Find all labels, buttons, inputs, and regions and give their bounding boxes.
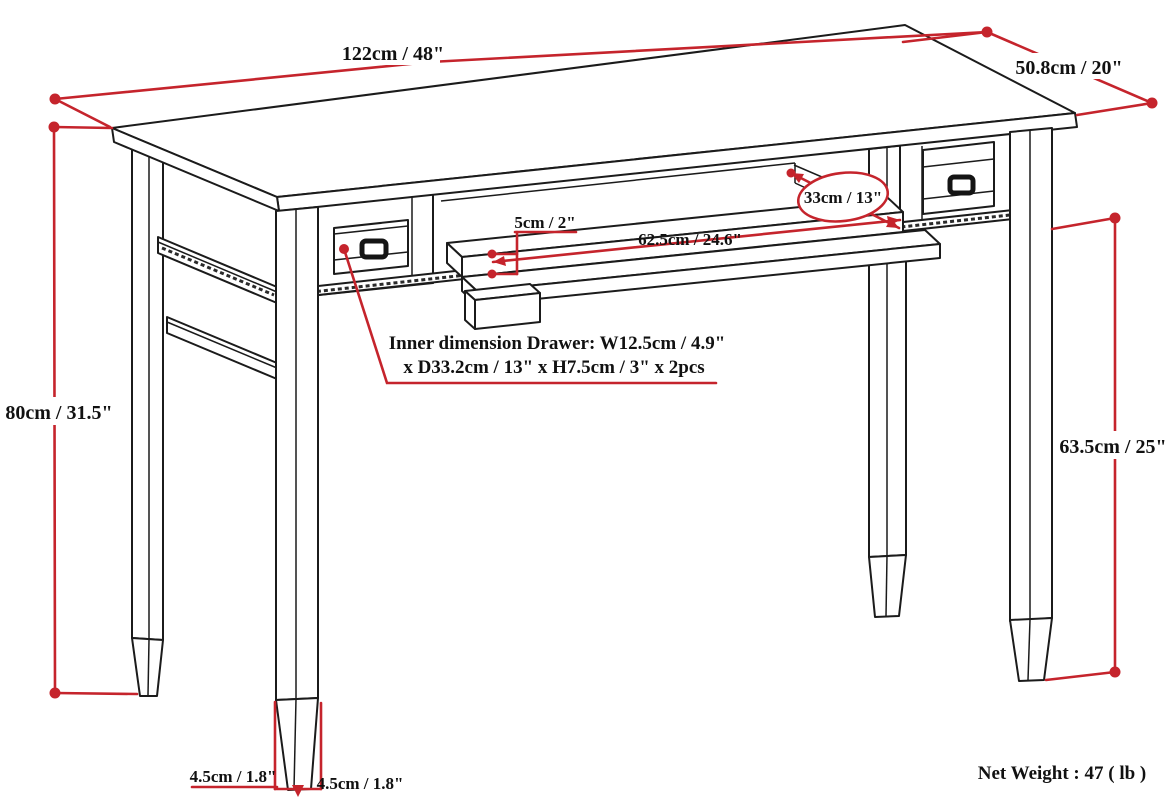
front-right-leg [1009,127,1053,682]
left-side-rails [157,236,278,380]
leg-clearance-dimension: 63.5cm / 25" [1044,212,1167,682]
tray-edge-dimension: 5cm / 2" [487,213,578,279]
tabletop [111,24,1078,212]
left-drawer-handle [359,238,389,260]
height-dimension-label: 80cm / 31.5" [5,402,112,424]
width-dimension: 122cm / 48" [49,26,993,129]
tray-depth-dimension: 33cm / 13" [786,168,901,230]
foot-left-label: 4.5cm / 1.8" [190,767,277,786]
foot-right-label: 4.5cm / 1.8" [317,774,404,793]
drawer-note: Inner dimension Drawer: W12.5cm / 4.9" x… [339,244,726,385]
height-dimension: 80cm / 31.5" [2,121,139,699]
width-dimension-label: 122cm / 48" [342,43,444,65]
leg-clearance-label: 63.5cm / 25" [1059,436,1166,458]
tray-depth-callout-ellipse [796,171,890,223]
drawer-note-line1: Inner dimension Drawer: W12.5cm / 4.9" [389,333,726,354]
net-weight-label: Net Weight : 47 ( lb ) [978,763,1147,784]
tray-edge-label: 5cm / 2" [514,213,575,232]
apron-right-section [899,130,1014,228]
front-left-leg [275,206,319,791]
back-left-leg [131,145,164,697]
apron-left-section [299,193,434,298]
right-drawer-handle [947,174,976,196]
foot-dimension: 4.5cm / 1.8" 4.5cm / 1.8" [190,700,404,797]
depth-dimension-label: 50.8cm / 20" [1015,57,1122,79]
depth-dimension: 50.8cm / 20" [985,30,1158,117]
drawer-note-line2: x D33.2cm / 13" x H7.5cm / 3" x 2pcs [403,357,704,378]
tray-width-dimension: 62.5cm / 24.6" [491,216,902,266]
tray-depth-label: 33cm / 13" [804,188,882,207]
tray-width-label: 62.5cm / 24.6" [638,230,742,249]
pullout-tray [446,197,941,330]
